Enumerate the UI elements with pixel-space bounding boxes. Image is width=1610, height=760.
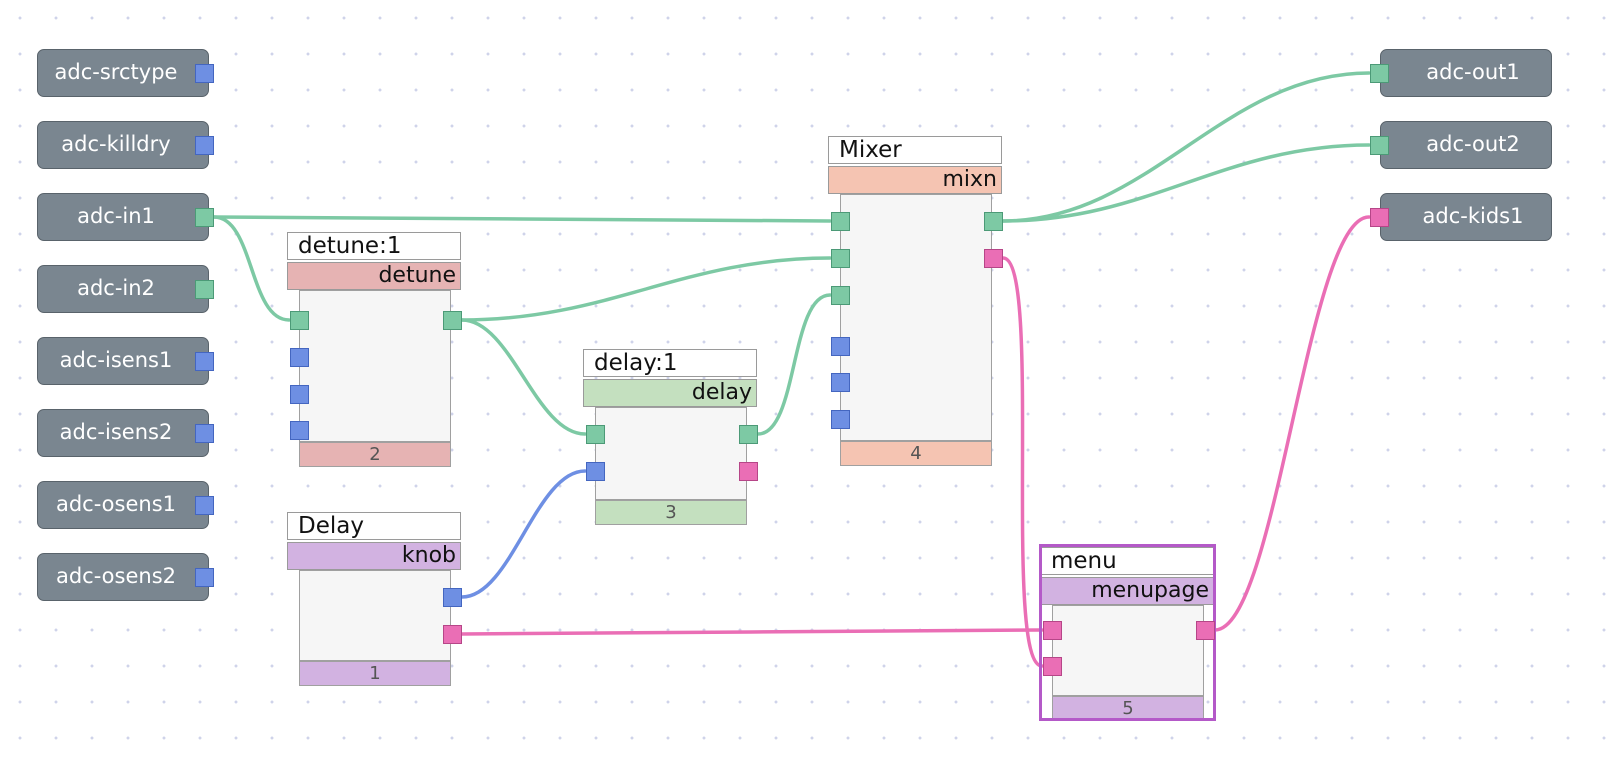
- node-body[interactable]: [299, 290, 451, 442]
- input-port[interactable]: [585, 424, 605, 444]
- input-port-adc-out1[interactable]: [1369, 63, 1389, 83]
- output-port[interactable]: [442, 587, 462, 607]
- input-port[interactable]: [830, 285, 850, 305]
- node-type-label: mixn: [828, 166, 1002, 194]
- input-port[interactable]: [830, 336, 850, 356]
- node-type-label: delay: [583, 379, 757, 407]
- output-port[interactable]: [442, 310, 462, 330]
- output-port[interactable]: [442, 624, 462, 644]
- wire-pink[interactable]: [460, 628, 1044, 636]
- input-block-adc-in1[interactable]: adc-in1: [37, 193, 209, 241]
- input-port-adc-out2[interactable]: [1369, 135, 1389, 155]
- input-port[interactable]: [830, 248, 850, 268]
- input-port[interactable]: [1042, 620, 1062, 640]
- node-index: 5: [1052, 696, 1204, 721]
- output-block-adc-out1[interactable]: adc-out1: [1380, 49, 1552, 97]
- output-port-adc-osens1[interactable]: [194, 495, 214, 515]
- wire-green[interactable]: [1001, 71, 1371, 223]
- input-label: adc-isens1: [59, 348, 173, 372]
- input-label: adc-osens2: [55, 564, 177, 588]
- input-port[interactable]: [585, 461, 605, 481]
- output-port-adc-isens1[interactable]: [194, 351, 214, 371]
- input-label: adc-srctype: [54, 60, 178, 84]
- node-index: 4: [840, 441, 992, 466]
- output-port-adc-killdry[interactable]: [194, 135, 214, 155]
- node-title[interactable]: detune:1: [287, 232, 461, 260]
- output-port-adc-srctype[interactable]: [194, 63, 214, 83]
- input-block-adc-isens2[interactable]: adc-isens2: [37, 409, 209, 457]
- wire-blue[interactable]: [460, 469, 587, 599]
- output-port[interactable]: [1195, 620, 1215, 640]
- input-block-adc-isens1[interactable]: adc-isens1: [37, 337, 209, 385]
- wire-green[interactable]: [756, 293, 832, 436]
- node-type-label: detune: [287, 262, 461, 290]
- output-block-adc-out2[interactable]: adc-out2: [1380, 121, 1552, 169]
- input-port[interactable]: [830, 372, 850, 392]
- input-port[interactable]: [289, 310, 309, 330]
- output-label: adc-out2: [1426, 132, 1520, 156]
- wire-green[interactable]: [1001, 143, 1371, 223]
- input-port-adc-kids1[interactable]: [1369, 207, 1389, 227]
- node-type-label: menupage: [1040, 577, 1214, 605]
- node-body[interactable]: [1052, 605, 1204, 696]
- input-port[interactable]: [830, 211, 850, 231]
- node-type-label: knob: [287, 542, 461, 570]
- input-block-adc-srctype[interactable]: adc-srctype: [37, 49, 209, 97]
- input-label: adc-in1: [77, 204, 155, 228]
- node-body[interactable]: [840, 194, 992, 441]
- input-block-adc-osens1[interactable]: adc-osens1: [37, 481, 209, 529]
- wire-green[interactable]: [460, 318, 587, 436]
- wire-pink[interactable]: [1001, 256, 1044, 668]
- output-port-adc-in1[interactable]: [194, 207, 214, 227]
- input-block-adc-killdry[interactable]: adc-killdry: [37, 121, 209, 169]
- input-label: adc-osens1: [55, 492, 177, 516]
- output-port-adc-osens2[interactable]: [194, 567, 214, 587]
- input-port[interactable]: [289, 384, 309, 404]
- wire-green[interactable]: [460, 256, 832, 322]
- input-port[interactable]: [1042, 656, 1062, 676]
- wire-green[interactable]: [212, 215, 832, 223]
- node-index: 2: [299, 442, 451, 467]
- input-label: adc-in2: [77, 276, 155, 300]
- input-block-adc-osens2[interactable]: adc-osens2: [37, 553, 209, 601]
- output-block-adc-kids1[interactable]: adc-kids1: [1380, 193, 1552, 241]
- output-port[interactable]: [983, 211, 1003, 231]
- node-title[interactable]: delay:1: [583, 349, 757, 377]
- output-label: adc-out1: [1426, 60, 1520, 84]
- output-port[interactable]: [738, 424, 758, 444]
- output-port[interactable]: [983, 248, 1003, 268]
- input-port[interactable]: [289, 420, 309, 440]
- node-index: 3: [595, 500, 747, 525]
- node-body[interactable]: [595, 407, 747, 500]
- wire-pink[interactable]: [1213, 215, 1371, 632]
- input-block-adc-in2[interactable]: adc-in2: [37, 265, 209, 313]
- input-label: adc-killdry: [61, 132, 171, 156]
- input-port[interactable]: [289, 347, 309, 367]
- node-index: 1: [299, 661, 451, 686]
- output-port-adc-in2[interactable]: [194, 279, 214, 299]
- node-body[interactable]: [299, 570, 451, 661]
- node-title[interactable]: Mixer: [828, 136, 1002, 164]
- output-port-adc-isens2[interactable]: [194, 423, 214, 443]
- output-port[interactable]: [738, 461, 758, 481]
- input-port[interactable]: [830, 409, 850, 429]
- node-title[interactable]: menu: [1040, 547, 1214, 575]
- wire-green[interactable]: [212, 215, 291, 322]
- output-label: adc-kids1: [1422, 204, 1524, 228]
- input-label: adc-isens2: [59, 420, 173, 444]
- node-title[interactable]: Delay: [287, 512, 461, 540]
